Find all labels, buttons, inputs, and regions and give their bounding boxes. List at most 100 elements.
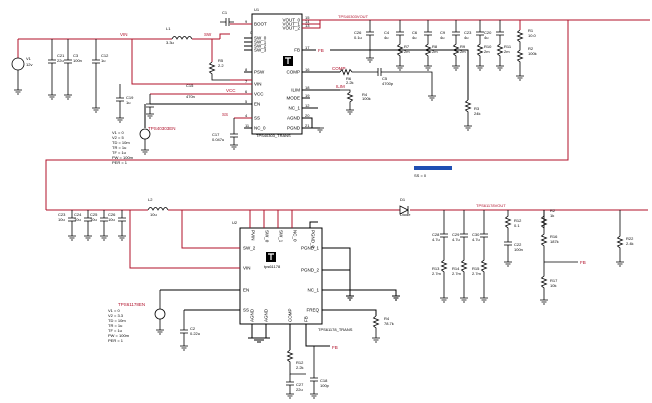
esr-bottom-val: 2.7m bbox=[452, 271, 462, 276]
load-resistor-r22[interactable] bbox=[616, 210, 624, 267]
boot-cap-c1[interactable] bbox=[220, 18, 234, 26]
r6-ref: R6 bbox=[346, 76, 352, 81]
source-param: V2 = 5 bbox=[112, 135, 124, 140]
c27-val: 22u bbox=[296, 387, 303, 392]
en-source-tps61178[interactable] bbox=[154, 290, 166, 335]
l2-ref: L2 bbox=[148, 197, 153, 202]
u2-pin-label-top: PVIN bbox=[251, 230, 256, 241]
ic-u1[interactable] bbox=[251, 13, 303, 135]
vout2-net-label: TPS61178VOUT bbox=[476, 203, 506, 208]
u1-pin-label-right: NC_1 bbox=[288, 106, 300, 111]
en-source-tps40303[interactable] bbox=[139, 128, 151, 155]
output-cap-bottom-val: 4.7u bbox=[472, 237, 480, 242]
u1-pin-label-left: VIN bbox=[254, 82, 262, 87]
source-param: PER = 1 bbox=[108, 338, 124, 343]
esr-top-ref: R11 bbox=[504, 44, 512, 49]
output-cap-top-val: 4u bbox=[440, 35, 444, 40]
comp-net-label: COMP bbox=[332, 66, 346, 71]
comp-cap-c27[interactable] bbox=[286, 374, 294, 399]
output-cap-bottom bbox=[480, 210, 488, 303]
u2-pin-label-top: NC_0 bbox=[293, 230, 298, 242]
comp-resistor-r12[interactable] bbox=[286, 349, 307, 375]
input-cap-c21[interactable] bbox=[48, 39, 56, 100]
diode-d1[interactable] bbox=[399, 205, 409, 215]
vcc-cap-c15[interactable] bbox=[146, 94, 154, 119]
source-param: PW = 100m bbox=[108, 333, 130, 338]
fb2-net-label: FB bbox=[332, 345, 338, 350]
output-cap-c22[interactable] bbox=[504, 236, 512, 267]
c17-ref: C17 bbox=[212, 132, 220, 137]
ss-cap-c2[interactable] bbox=[180, 310, 188, 351]
input-cap-c12[interactable] bbox=[92, 39, 100, 113]
u1-pin-number-left: 7 bbox=[245, 79, 248, 84]
boot-resistor-r5[interactable] bbox=[208, 61, 231, 81]
comp-cap-c5[interactable] bbox=[377, 68, 433, 96]
output-cap-bank-bottom[interactable]: C284.7uR132.7mC294.7uR142.7mC304.7uR152.… bbox=[432, 210, 488, 303]
inductor-l1[interactable] bbox=[171, 36, 193, 40]
freq-resistor-r4[interactable] bbox=[372, 315, 380, 343]
ic-u2[interactable] bbox=[239, 227, 323, 325]
u2-pin-label-top: SW_0 bbox=[265, 230, 270, 243]
c15-ref: C15 bbox=[186, 83, 194, 88]
source-param: PER = 1 bbox=[112, 160, 128, 165]
input-cap-bottom-val: 10u bbox=[58, 217, 65, 222]
c22-val: 100n bbox=[514, 247, 523, 252]
input-cap-c19[interactable] bbox=[116, 84, 124, 123]
output-cap-top bbox=[496, 20, 504, 71]
c18-ref: C18 bbox=[320, 378, 328, 383]
comp-cap-c18[interactable] bbox=[310, 346, 318, 399]
u1-pin-label-right: MODE bbox=[287, 96, 301, 101]
ss-cap-c17[interactable] bbox=[230, 118, 238, 150]
input-cap-bottom-val: 10u bbox=[90, 217, 97, 222]
freq-wire bbox=[322, 309, 377, 316]
load-resistor-r2[interactable] bbox=[540, 210, 548, 229]
u1-part: TPS40303_TRANS bbox=[256, 133, 291, 138]
en-source-ref: TPS40303EN bbox=[148, 126, 176, 131]
r5-ref: R5 bbox=[218, 58, 224, 63]
output-cap-bottom bbox=[440, 210, 448, 303]
vin-net-label: VIN bbox=[120, 32, 128, 37]
input-cap-bottom-ref: C23 bbox=[58, 212, 66, 217]
ti-logo-u1 bbox=[283, 56, 293, 66]
c19-val: 1u bbox=[126, 100, 130, 105]
u1-pin-number-right: 13 bbox=[305, 23, 310, 28]
u1-pin-number-right: 14 bbox=[305, 19, 310, 24]
input-cap-c3[interactable] bbox=[64, 39, 72, 100]
comp-fb-wires bbox=[289, 324, 330, 350]
output-cap-bank-top[interactable]: C44uR72mC64uR82mC94uR92mC234uR102mC204uR… bbox=[354, 20, 512, 71]
r12b-val: 0.1 bbox=[514, 223, 520, 228]
comp-resistor-r6[interactable] bbox=[339, 68, 378, 76]
vcc-net-label: VCC bbox=[226, 88, 236, 93]
u1-pin-label-right: VOUT_0 bbox=[282, 18, 300, 23]
u2-ref: U2 bbox=[232, 220, 238, 225]
input-cap-bottom-val: 10u bbox=[74, 217, 81, 222]
fb-divider-r16-r17[interactable] bbox=[540, 210, 578, 305]
output-cap-top-ref: C20 bbox=[484, 30, 492, 35]
u1-pin-label-left: NC_0 bbox=[254, 126, 266, 131]
voltage-source-v1[interactable] bbox=[11, 39, 25, 95]
r17-ref: R17 bbox=[550, 278, 558, 283]
u1-pin-number-left: 8 bbox=[245, 67, 248, 72]
source-param: TR = 1u bbox=[108, 323, 122, 328]
u2-pin-label-bottom: AGND bbox=[264, 308, 269, 322]
input-cap-bottom bbox=[84, 210, 92, 241]
u2-pin-label-right: PGND_1 bbox=[301, 246, 320, 251]
c15-val: 470n bbox=[186, 94, 195, 99]
u1-pin-number-right: 19 bbox=[305, 93, 310, 98]
u2-right-gnd-wires bbox=[322, 247, 400, 301]
inductor-l2[interactable] bbox=[147, 207, 169, 211]
fb-resistor-r3[interactable] bbox=[464, 99, 472, 131]
sense-resistor-r12b[interactable] bbox=[504, 210, 512, 236]
u2-pin-label-left: VIN bbox=[243, 266, 251, 271]
fb-resistor-r1[interactable] bbox=[516, 29, 524, 81]
u1-pin-number-left: 5 bbox=[245, 99, 248, 104]
v1-ref: V1 bbox=[26, 56, 32, 61]
c19-ref: C19 bbox=[126, 95, 134, 100]
input-cap-bottom-ref: C24 bbox=[74, 212, 82, 217]
ilim-resistor-r4[interactable] bbox=[340, 89, 354, 115]
sw-to-pin-wire bbox=[219, 33, 230, 39]
output-cap-top-val: 4u bbox=[464, 35, 468, 40]
c21-ref: C21 bbox=[57, 53, 65, 58]
